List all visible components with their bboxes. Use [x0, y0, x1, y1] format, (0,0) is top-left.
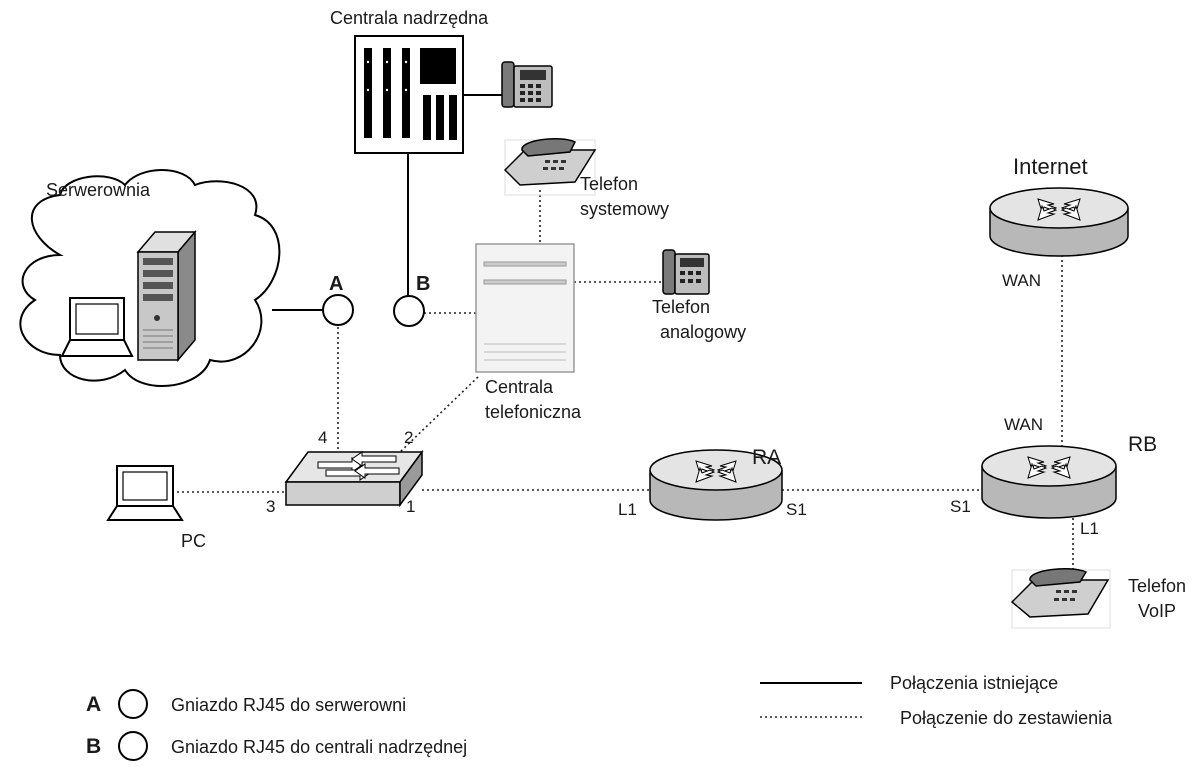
label-pbx-2: telefoniczna — [485, 402, 582, 422]
label-router-ra: RA — [752, 446, 781, 469]
legend-text-a: Gniazdo RJ45 do serwerowni — [171, 695, 406, 715]
label-internet: Internet — [1013, 154, 1088, 179]
system-phone-icon — [503, 137, 597, 196]
router-rb-icon — [981, 445, 1117, 519]
legend-socket-a — [118, 689, 148, 719]
label-voip-phone-2: VoIP — [1138, 601, 1176, 621]
desk-phone-icon — [501, 61, 553, 108]
legend-text-b: Gniazdo RJ45 do centrali nadrzędnej — [171, 737, 467, 757]
label-switch-port-3: 3 — [266, 497, 275, 516]
socket-b — [393, 295, 425, 327]
laptop-icon — [60, 297, 134, 357]
pc-laptop-icon — [106, 465, 184, 521]
label-analog-phone-2: analogowy — [660, 322, 746, 342]
legend: A Gniazdo RJ45 do serwerowni B Gniazdo R… — [86, 673, 1113, 761]
label-central-superior: Centrala nadrzędna — [330, 8, 489, 28]
legend-text-dotted: Połączenie do zestawienia — [900, 708, 1113, 728]
central-superior-icon — [354, 35, 464, 154]
label-wan-bottom: WAN — [1004, 415, 1043, 434]
internet-router-icon — [989, 187, 1129, 257]
label-voip-phone-1: Telefon — [1128, 576, 1186, 596]
label-ra-l1: L1 — [618, 500, 637, 519]
label-wan-top: WAN — [1002, 271, 1041, 290]
analog-phone-icon — [662, 249, 710, 295]
label-switch-port-2: 2 — [404, 428, 413, 447]
socket-a — [322, 294, 354, 326]
pbx-icon — [475, 243, 575, 373]
label-pbx-1: Centrala — [485, 377, 554, 397]
label-server-room: Serwerownia — [46, 180, 151, 200]
label-socket-b: B — [416, 273, 430, 295]
legend-socket-b — [118, 731, 148, 761]
router-ra-icon — [649, 449, 783, 521]
label-ra-s1: S1 — [786, 500, 807, 519]
legend-text-solid: Połączenia istniejące — [890, 673, 1058, 693]
label-system-phone-2: systemowy — [580, 199, 669, 219]
voip-phone-icon — [1010, 567, 1111, 629]
legend-key-a: A — [86, 693, 101, 716]
label-analog-phone-1: Telefon — [652, 297, 710, 317]
label-rb-s1: S1 — [950, 497, 971, 516]
label-switch-port-1: 1 — [406, 497, 415, 516]
label-pc: PC — [181, 531, 206, 551]
legend-key-b: B — [86, 735, 101, 758]
label-system-phone-1: Telefon — [580, 174, 638, 194]
server-icon — [136, 229, 197, 363]
link-pbx-switch — [399, 376, 479, 453]
switch-icon — [284, 449, 424, 508]
label-switch-port-4: 4 — [318, 428, 327, 447]
label-router-rb: RB — [1128, 433, 1157, 456]
label-rb-l1: L1 — [1080, 519, 1099, 538]
label-socket-a: A — [329, 273, 343, 295]
